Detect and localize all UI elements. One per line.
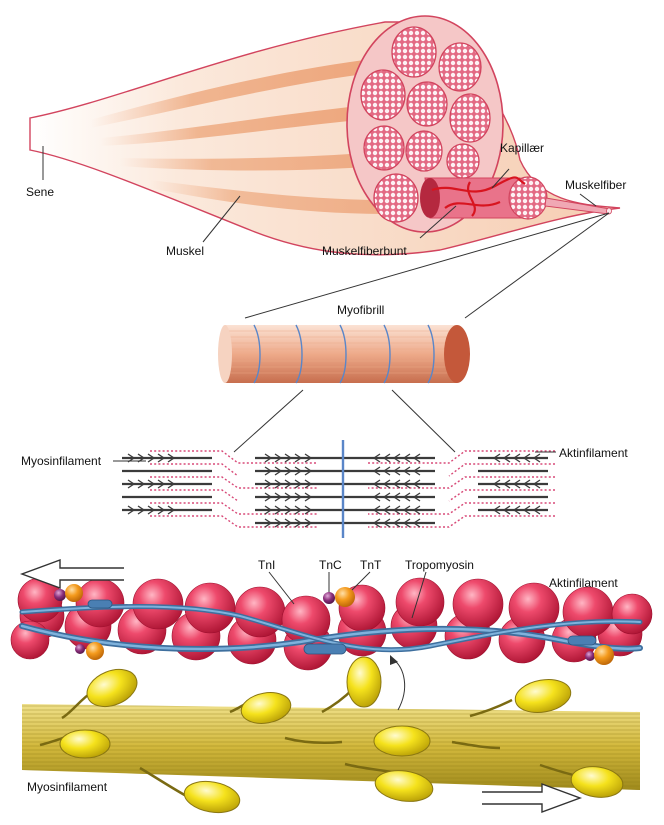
- myofibril: [218, 325, 470, 383]
- label-aktinfilament-top: Aktinfilament: [559, 446, 628, 460]
- myofibril-end: [444, 325, 470, 383]
- tnt-subunit: [65, 584, 83, 602]
- label-tnt: TnT: [360, 558, 381, 572]
- molecular-detail: [11, 560, 652, 817]
- label-myosinfilament-top: Myosinfilament: [21, 454, 101, 468]
- power-stroke-arrow: [394, 660, 405, 710]
- sarcomere-diagram: [113, 440, 556, 538]
- label-tnc: TnC: [319, 558, 342, 572]
- label-tnl: TnI: [258, 558, 275, 572]
- label-muskelfiberbunt: Muskelfiberbunt: [322, 244, 407, 258]
- arrow-right-icon: [482, 784, 580, 812]
- tnc-subunit: [54, 589, 66, 601]
- label-kapillaer: Kapillær: [500, 141, 544, 155]
- label-muskel: Muskel: [166, 244, 204, 258]
- zoom-lines-middle: [234, 390, 455, 452]
- myosin-rod: [22, 704, 640, 790]
- muscle-illustration: [30, 16, 620, 255]
- label-myosinfilament-bottom: Myosinfilament: [27, 780, 107, 794]
- label-myofibrill: Myofibrill: [337, 303, 384, 317]
- label-tropomyosin: Tropomyosin: [405, 558, 474, 572]
- label-muskelfiber: Muskelfiber: [565, 178, 626, 192]
- label-aktinfilament-bottom: Aktinfilament: [549, 576, 618, 590]
- label-sene: Sene: [26, 185, 54, 199]
